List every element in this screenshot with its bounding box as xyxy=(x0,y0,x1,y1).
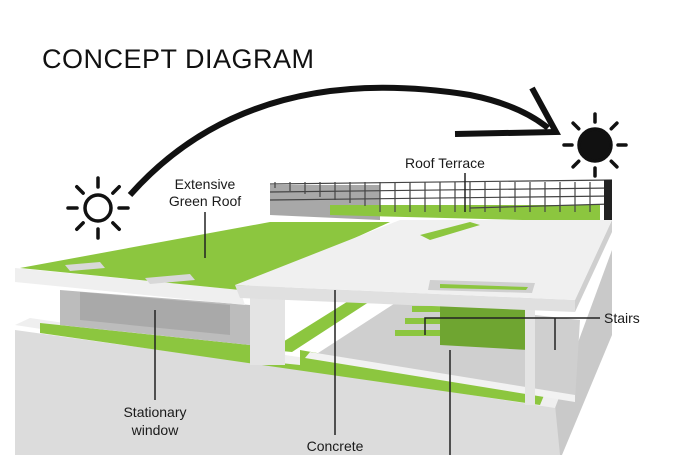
column xyxy=(525,300,535,405)
terrace-lawn xyxy=(330,205,600,222)
roof-opening xyxy=(420,222,480,240)
label-roof-terrace: Roof Terrace xyxy=(405,155,485,171)
concrete-roof xyxy=(235,220,612,300)
concrete-roof-front xyxy=(235,285,575,312)
sun-ray xyxy=(75,185,85,195)
sun-outline-icon xyxy=(66,176,130,240)
sun-ray xyxy=(609,121,619,131)
stairs-lawn xyxy=(440,305,530,350)
courtyard-rim xyxy=(305,352,575,402)
concrete-roof-side xyxy=(575,220,612,312)
page-title: CONCEPT DIAGRAM xyxy=(42,44,315,74)
label-green-roof-1: Extensive xyxy=(174,176,236,192)
lawn-strip-diagonal xyxy=(270,300,372,352)
sun-ray xyxy=(111,185,121,195)
roof-opening-lawn xyxy=(440,284,528,290)
label-concrete: Concrete xyxy=(306,438,364,454)
sun-filled-icon xyxy=(562,112,628,178)
stair-step xyxy=(412,306,440,312)
right-side-wall xyxy=(555,250,612,455)
sun-ray xyxy=(75,221,85,231)
railing-end xyxy=(604,180,612,220)
leader-lines xyxy=(154,173,600,455)
lower-lawn xyxy=(40,323,545,405)
sun-ray xyxy=(571,121,581,131)
terrace-railing xyxy=(269,179,613,209)
label-window-1: Stationary xyxy=(123,404,187,420)
sun-ray xyxy=(571,159,581,169)
green-roof-edge xyxy=(15,268,245,305)
label-green-roof-2: Green Roof xyxy=(168,193,242,209)
label-stairs: Stairs xyxy=(604,310,640,326)
label-window-2: window xyxy=(131,422,179,438)
arrowhead xyxy=(454,86,561,137)
stair-step xyxy=(405,318,440,324)
arc-arrow-icon xyxy=(127,84,550,197)
skylight xyxy=(65,262,105,271)
front-base-wall xyxy=(15,330,560,455)
stair-step xyxy=(395,330,440,336)
sun-ray xyxy=(609,159,619,169)
skylight xyxy=(145,274,195,284)
sun-ray xyxy=(111,221,121,231)
